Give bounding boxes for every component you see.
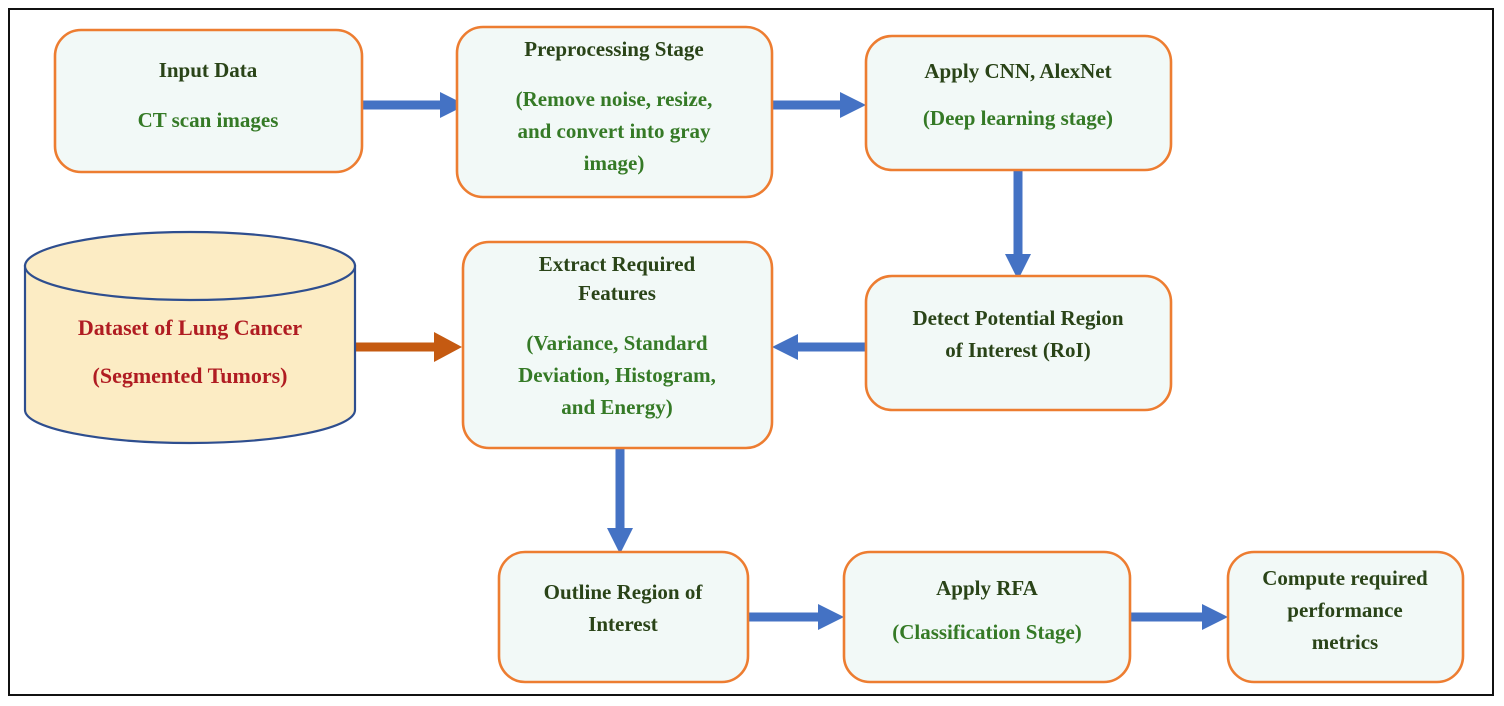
node-preprocessing[interactable]: Preprocessing Stage (Remove noise, resiz… xyxy=(455,25,774,199)
node-apply-rfa-title: Apply RFA xyxy=(936,576,1039,600)
node-outline-roi[interactable]: Outline Region of Interest xyxy=(497,550,750,684)
node-preprocessing-sub-line3: image) xyxy=(584,151,645,175)
node-extract-features-sub-line2: Deviation, Histogram, xyxy=(518,363,716,387)
node-extract-features-sub-line1: (Variance, Standard xyxy=(526,331,708,355)
node-outline-roi-title-line1: Outline Region of xyxy=(544,580,704,604)
node-preprocessing-sub-line2: and convert into gray xyxy=(517,119,711,143)
node-compute-metrics-title-line3: metrics xyxy=(1312,630,1378,654)
node-input-data[interactable]: Input Data CT scan images xyxy=(53,28,364,174)
edge-dataset-to-extract xyxy=(352,332,462,362)
node-extract-features-title-line1: Extract Required xyxy=(539,252,696,276)
edge-extract-to-outline xyxy=(607,448,633,554)
node-extract-features[interactable]: Extract Required Features (Variance, Sta… xyxy=(461,240,774,450)
node-detect-roi[interactable]: Detect Potential Region of Interest (RoI… xyxy=(864,274,1173,412)
node-dataset-line1: Dataset of Lung Cancer xyxy=(78,315,302,340)
node-apply-cnn-sub: (Deep learning stage) xyxy=(923,106,1113,130)
node-dataset-cylinder[interactable]: Dataset of Lung Cancer (Segmented Tumors… xyxy=(23,230,357,445)
edge-rfa-to-metrics xyxy=(1130,604,1228,630)
node-detect-roi-title-line1: Detect Potential Region xyxy=(912,306,1123,330)
node-apply-cnn-title: Apply CNN, AlexNet xyxy=(924,59,1111,83)
node-extract-features-title-line2: Features xyxy=(578,281,656,305)
node-detect-roi-title-line2: of Interest (RoI) xyxy=(945,338,1090,362)
node-apply-cnn[interactable]: Apply CNN, AlexNet (Deep learning stage) xyxy=(864,34,1173,172)
node-input-data-title: Input Data xyxy=(159,58,258,82)
node-input-data-sub: CT scan images xyxy=(138,108,279,132)
node-compute-metrics-title-line1: Compute required xyxy=(1262,566,1428,590)
edge-preprocessing-to-cnn xyxy=(772,92,866,118)
edge-detect-roi-to-extract xyxy=(772,334,866,360)
node-preprocessing-title: Preprocessing Stage xyxy=(524,37,703,61)
edge-cnn-to-detect-roi xyxy=(1005,170,1031,280)
node-apply-rfa-sub: (Classification Stage) xyxy=(892,620,1082,644)
node-compute-metrics[interactable]: Compute required performance metrics xyxy=(1226,550,1465,684)
node-dataset-line2: (Segmented Tumors) xyxy=(93,363,288,388)
edge-input-to-preprocessing xyxy=(362,92,466,118)
node-extract-features-sub-line3: and Energy) xyxy=(561,395,672,419)
node-outline-roi-title-line2: Interest xyxy=(588,612,658,636)
edge-outline-to-rfa xyxy=(748,604,844,630)
node-preprocessing-sub-line1: (Remove noise, resize, xyxy=(516,87,713,111)
node-compute-metrics-title-line2: performance xyxy=(1287,598,1402,622)
node-apply-rfa[interactable]: Apply RFA (Classification Stage) xyxy=(842,550,1132,684)
